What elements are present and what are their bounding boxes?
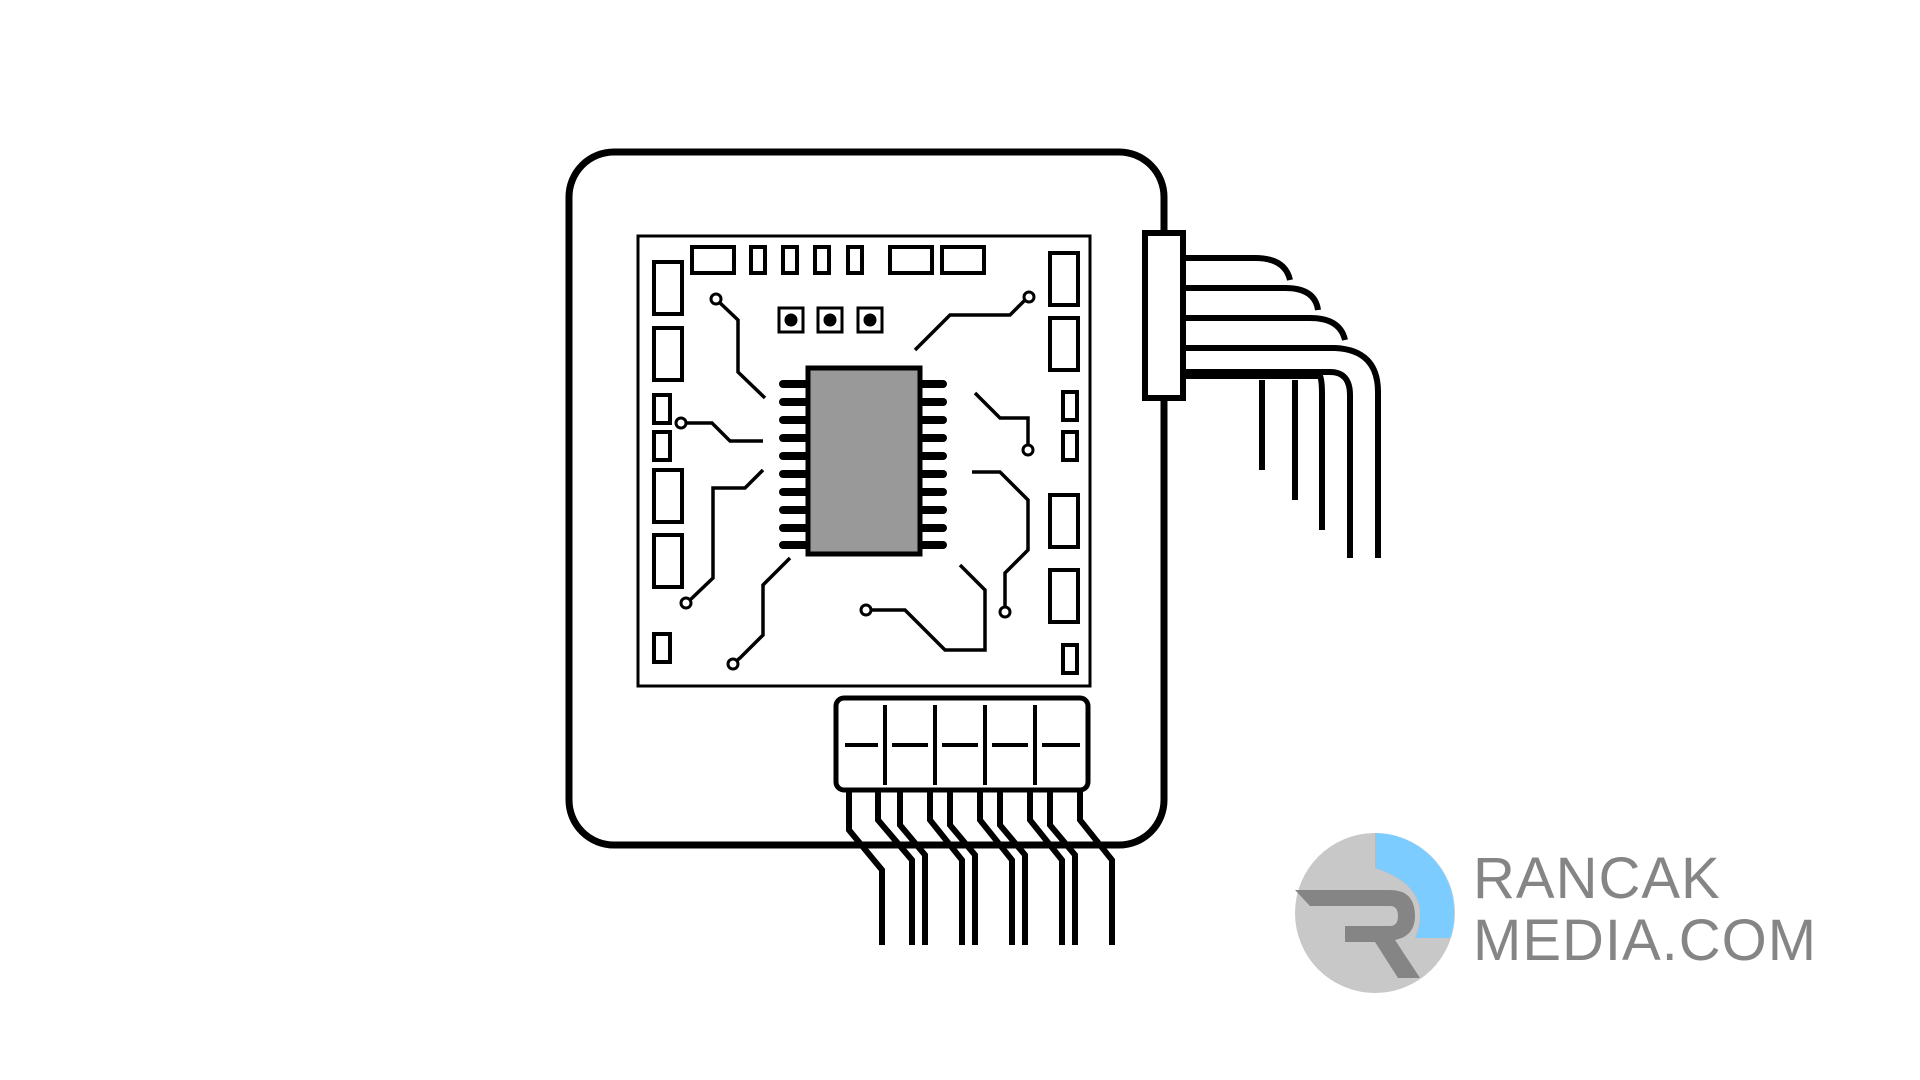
- rancakmedia-logo-icon: [1295, 833, 1455, 993]
- left-smd-components: [652, 260, 684, 664]
- right-smd-components: [1048, 251, 1080, 675]
- via-pads: [674, 290, 1036, 671]
- right-wire-bundle: [1180, 255, 1381, 558]
- test-pads: [777, 306, 884, 334]
- top-smd-components: [690, 245, 986, 275]
- ic-chip: [805, 365, 923, 557]
- wordmark-line-2: MEDIA.COM: [1473, 908, 1818, 973]
- bottom-connector: [833, 695, 1091, 793]
- pcb-traces: [685, 296, 1030, 664]
- bottom-wire-bundle: [846, 790, 1115, 945]
- wordmark-line-1: RANCAK: [1473, 846, 1721, 911]
- right-connector: [1142, 230, 1186, 401]
- rancakmedia-watermark: RANCAK MEDIA.COM: [1290, 828, 1816, 998]
- rancakmedia-wordmark: RANCAK MEDIA.COM: [1473, 848, 1817, 972]
